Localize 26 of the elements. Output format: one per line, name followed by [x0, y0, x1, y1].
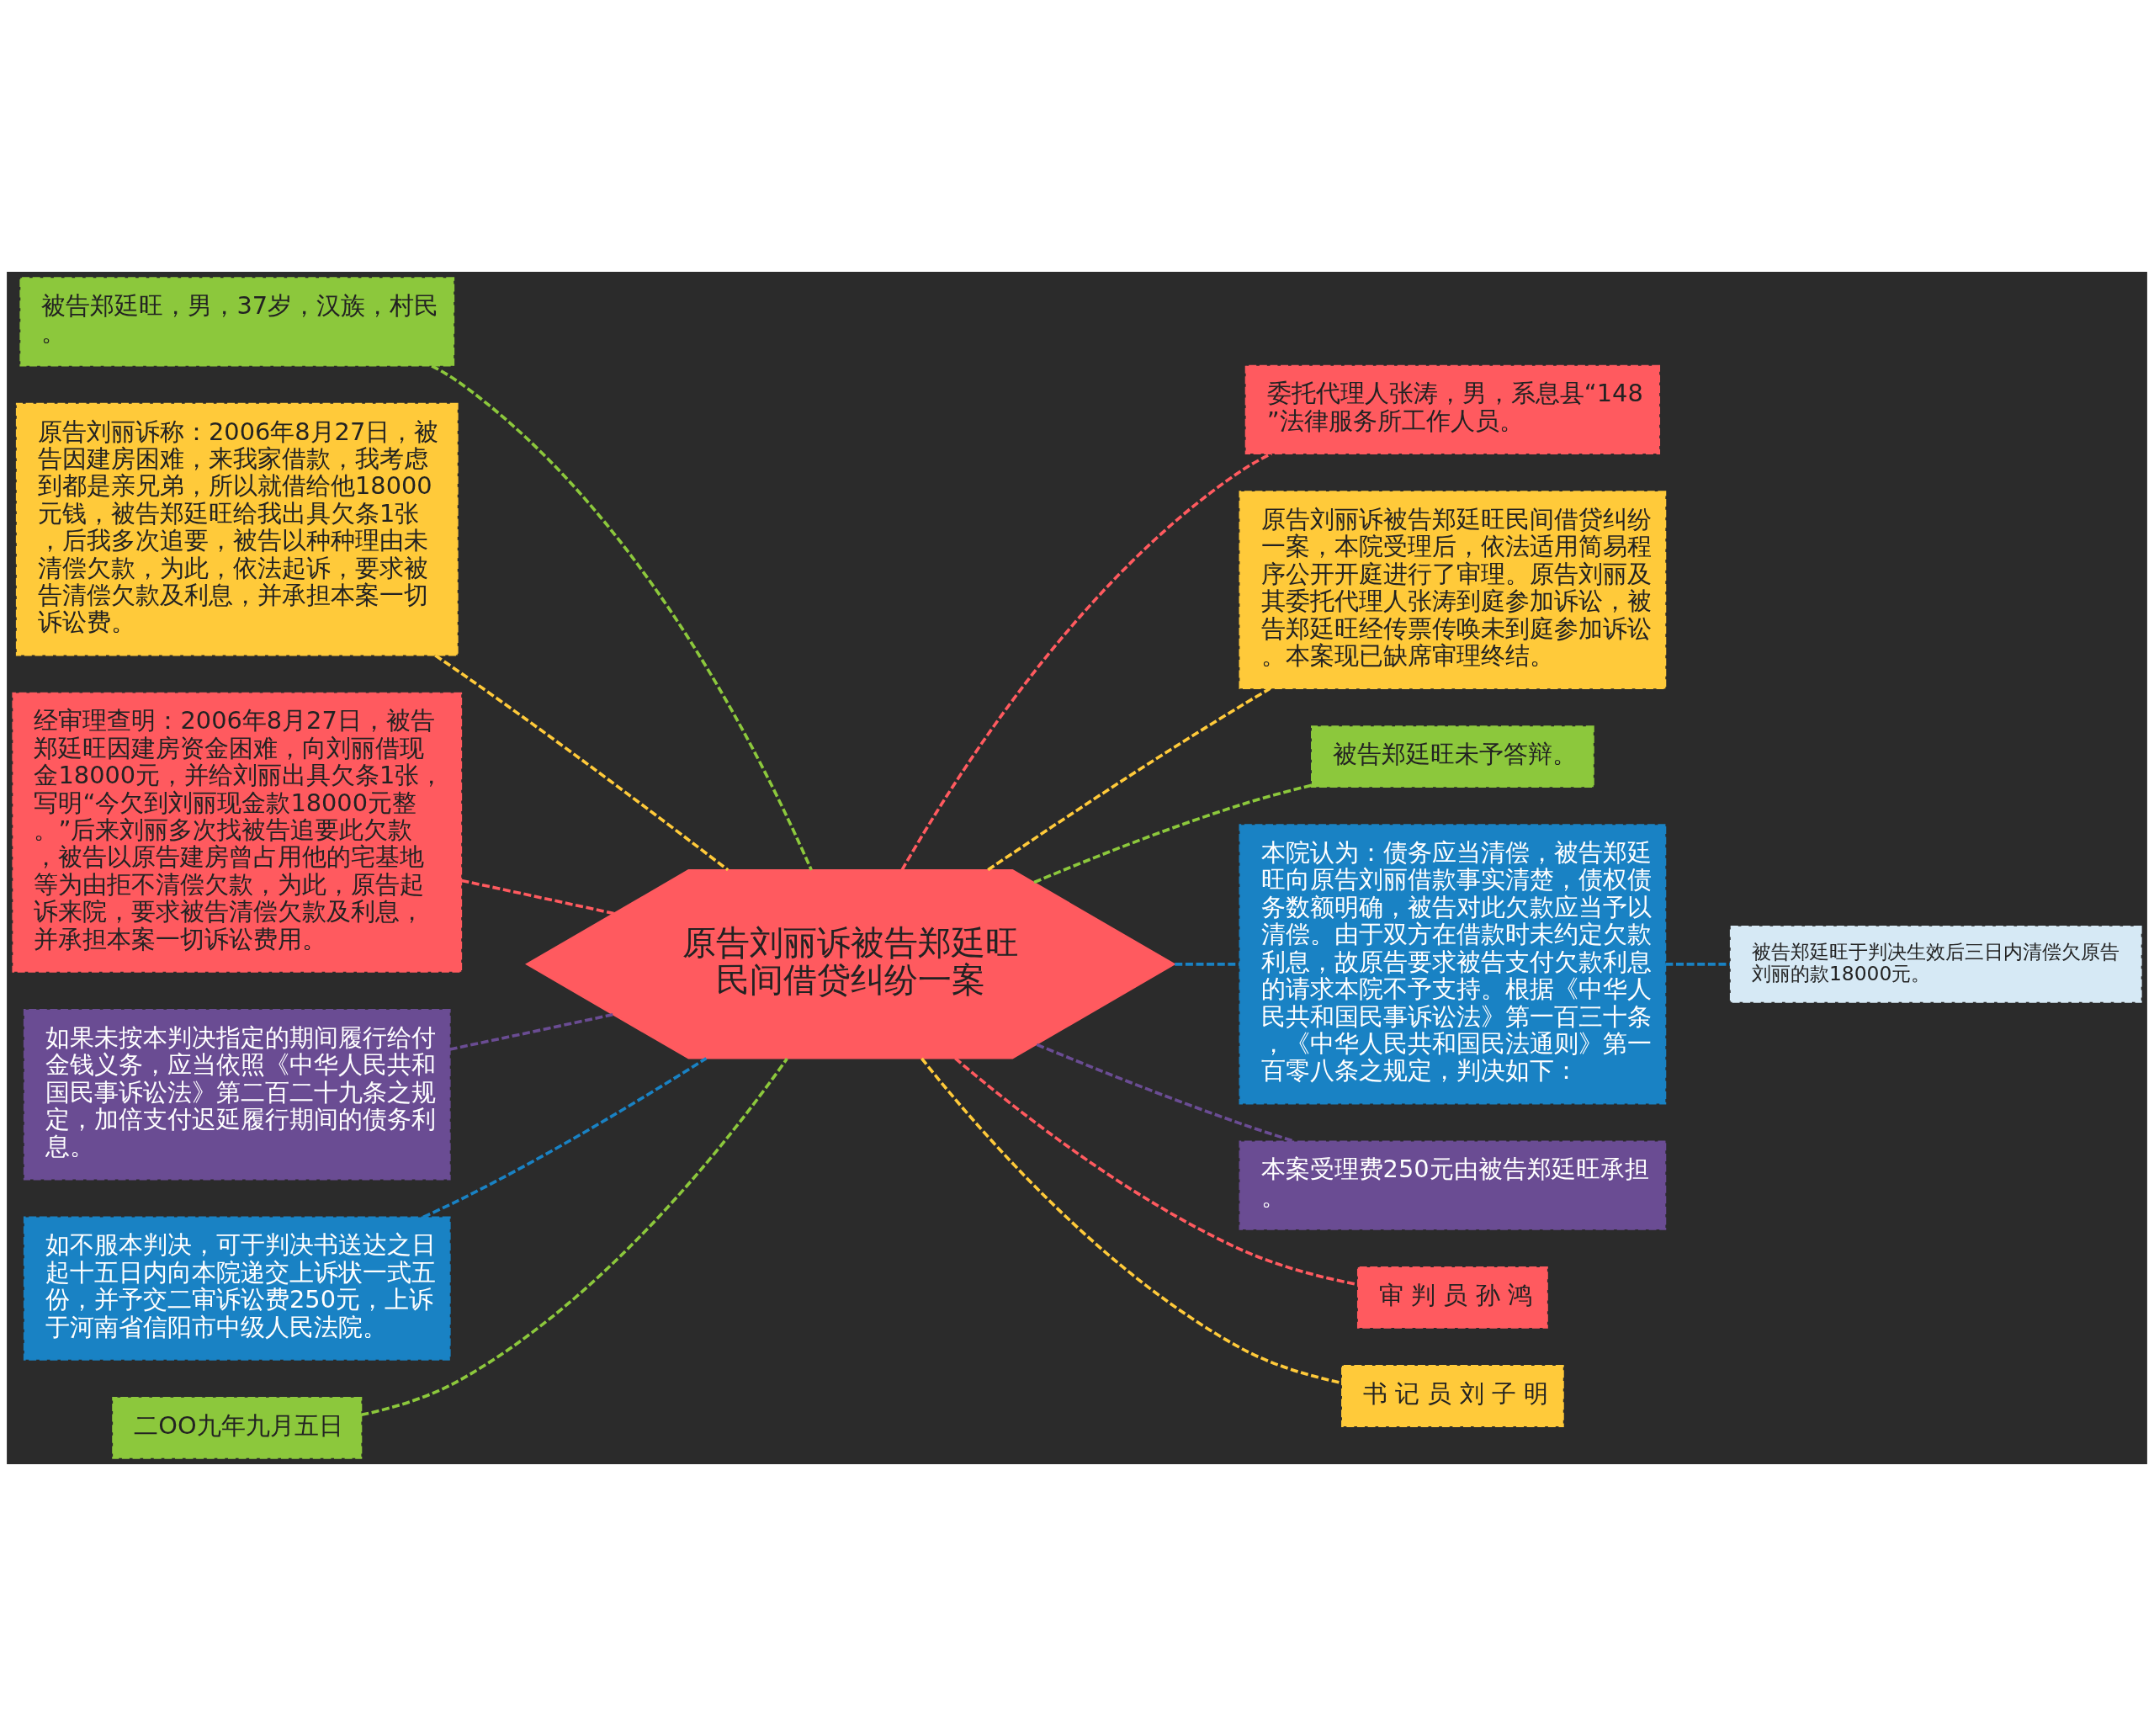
node-box: 本案受理费250元由被告郑廷旺承担。: [1239, 1140, 1667, 1230]
node-box: 被告郑廷旺于判决生效后三日内清偿欠原告刘丽的款18000元。: [1729, 925, 2142, 1003]
connector: [461, 879, 614, 916]
node-box: 书 记 员 刘 子 明: [1341, 1365, 1564, 1427]
connector: [987, 687, 1271, 872]
node-box: 审 判 员 孙 鸿: [1356, 1266, 1548, 1329]
node-box: 如果未按本判决指定的期间履行给付金钱义务，应当依照《中华人民共和国民事诉讼法》第二百二十九条之规定，加倍支付迟延履行期间的债务利息。: [23, 1008, 451, 1181]
node-box: 如不服本判决，可于判决书送达之日起十五日内向本院递交上诉状一式五份，并予交二审诉讼费250元，上诉于河南省信阳市中级人民法院。: [23, 1216, 451, 1361]
connector: [920, 1057, 1342, 1385]
connector: [900, 452, 1273, 871]
node-box: 本院认为：债务应当清偿，被告郑廷旺向原告刘丽借款事实清楚，债权债务数额明确，被告对此欠款应当予以清偿。由于双方在借款时未约定欠款利息，故原告要求被告支付欠款利息的请求本院不予支持。根据《中华人民共和国民事诉讼法》第一百三十条，《中华人民共和国民法通则》第一百零八条之规定，判决如下：: [1239, 824, 1667, 1105]
connector: [361, 1058, 788, 1417]
connector: [1665, 963, 1730, 966]
connector: [449, 1013, 613, 1051]
node-box: 经审理查明：2006年8月27日，被告郑廷旺因建房资金困难，向刘丽借现金18000元，并给刘丽出具欠条1张，写明“今欠到刘丽现金款18000元整。”后来刘丽多次找被告追要此欠款，被告以原告建房曾占用他的宅基地等为由拒不清偿欠款，为此，原告起诉来院，要求被告清偿欠款及利息，并承担本案一切诉讼费用。: [12, 692, 463, 973]
connector: [1175, 963, 1239, 966]
connector: [1033, 783, 1313, 884]
node-box: 二OO九年九月五日: [112, 1396, 363, 1459]
node-box: 原告刘丽诉称：2006年8月27日，被告因建房困难，来我家借款，我考虑到都是亲兄弟，所以就借给他18000元钱，被告郑廷旺给我出具欠条1张，后我多次追要，被告以种种理由未清偿欠款，为此，依法起诉，要求被告清偿欠款及利息，并承担本案一切诉讼费。: [15, 402, 459, 656]
node-box: 委托代理人张涛，男，系息县“148”法律服务所工作人员。: [1244, 364, 1661, 454]
connector: [422, 1057, 708, 1218]
node-box: 原告刘丽诉被告郑廷旺民间借贷纠纷一案，本院受理后，依法适用简易程序公开开庭进行了审理。原告刘丽及其委托代理人张涛到庭参加诉讼，被告郑廷旺经传票传唤未到庭参加诉讼。本案现已缺席审理终结。: [1239, 491, 1667, 690]
node-box: 被告郑廷旺未予答辩。: [1311, 725, 1594, 788]
node-box: 被告郑廷旺，男，37岁，汉族，村民。: [19, 277, 455, 367]
connector: [431, 364, 813, 871]
connector: [434, 654, 729, 872]
